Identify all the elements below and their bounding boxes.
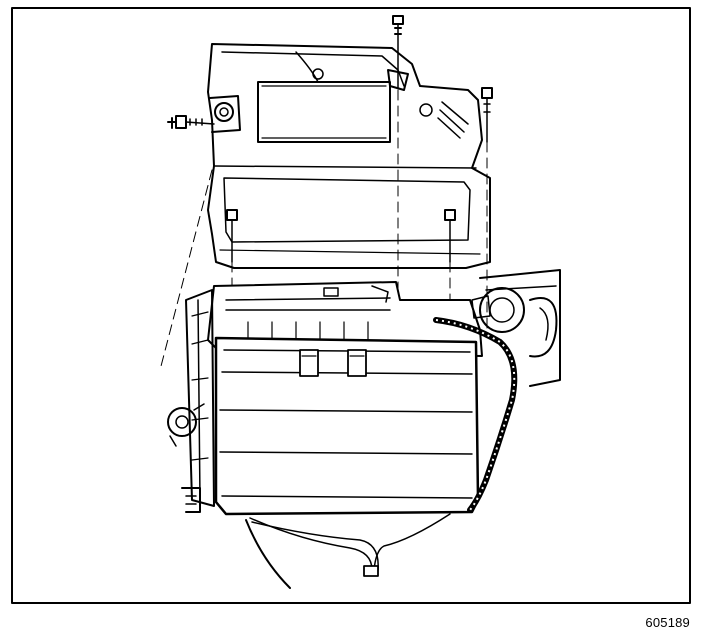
side-screw-left	[167, 115, 215, 129]
side-screw-right	[481, 87, 493, 143]
figure-id-label: 605189	[645, 615, 690, 630]
cover-screw-left	[226, 209, 238, 263]
lower-case-housing	[167, 281, 483, 516]
upper-case-cover	[207, 43, 491, 269]
right-duct-assembly	[433, 269, 561, 513]
wire-harness	[245, 513, 451, 589]
border	[11, 7, 691, 604]
cover-screw-right	[444, 209, 456, 263]
top-screw	[387, 15, 409, 91]
